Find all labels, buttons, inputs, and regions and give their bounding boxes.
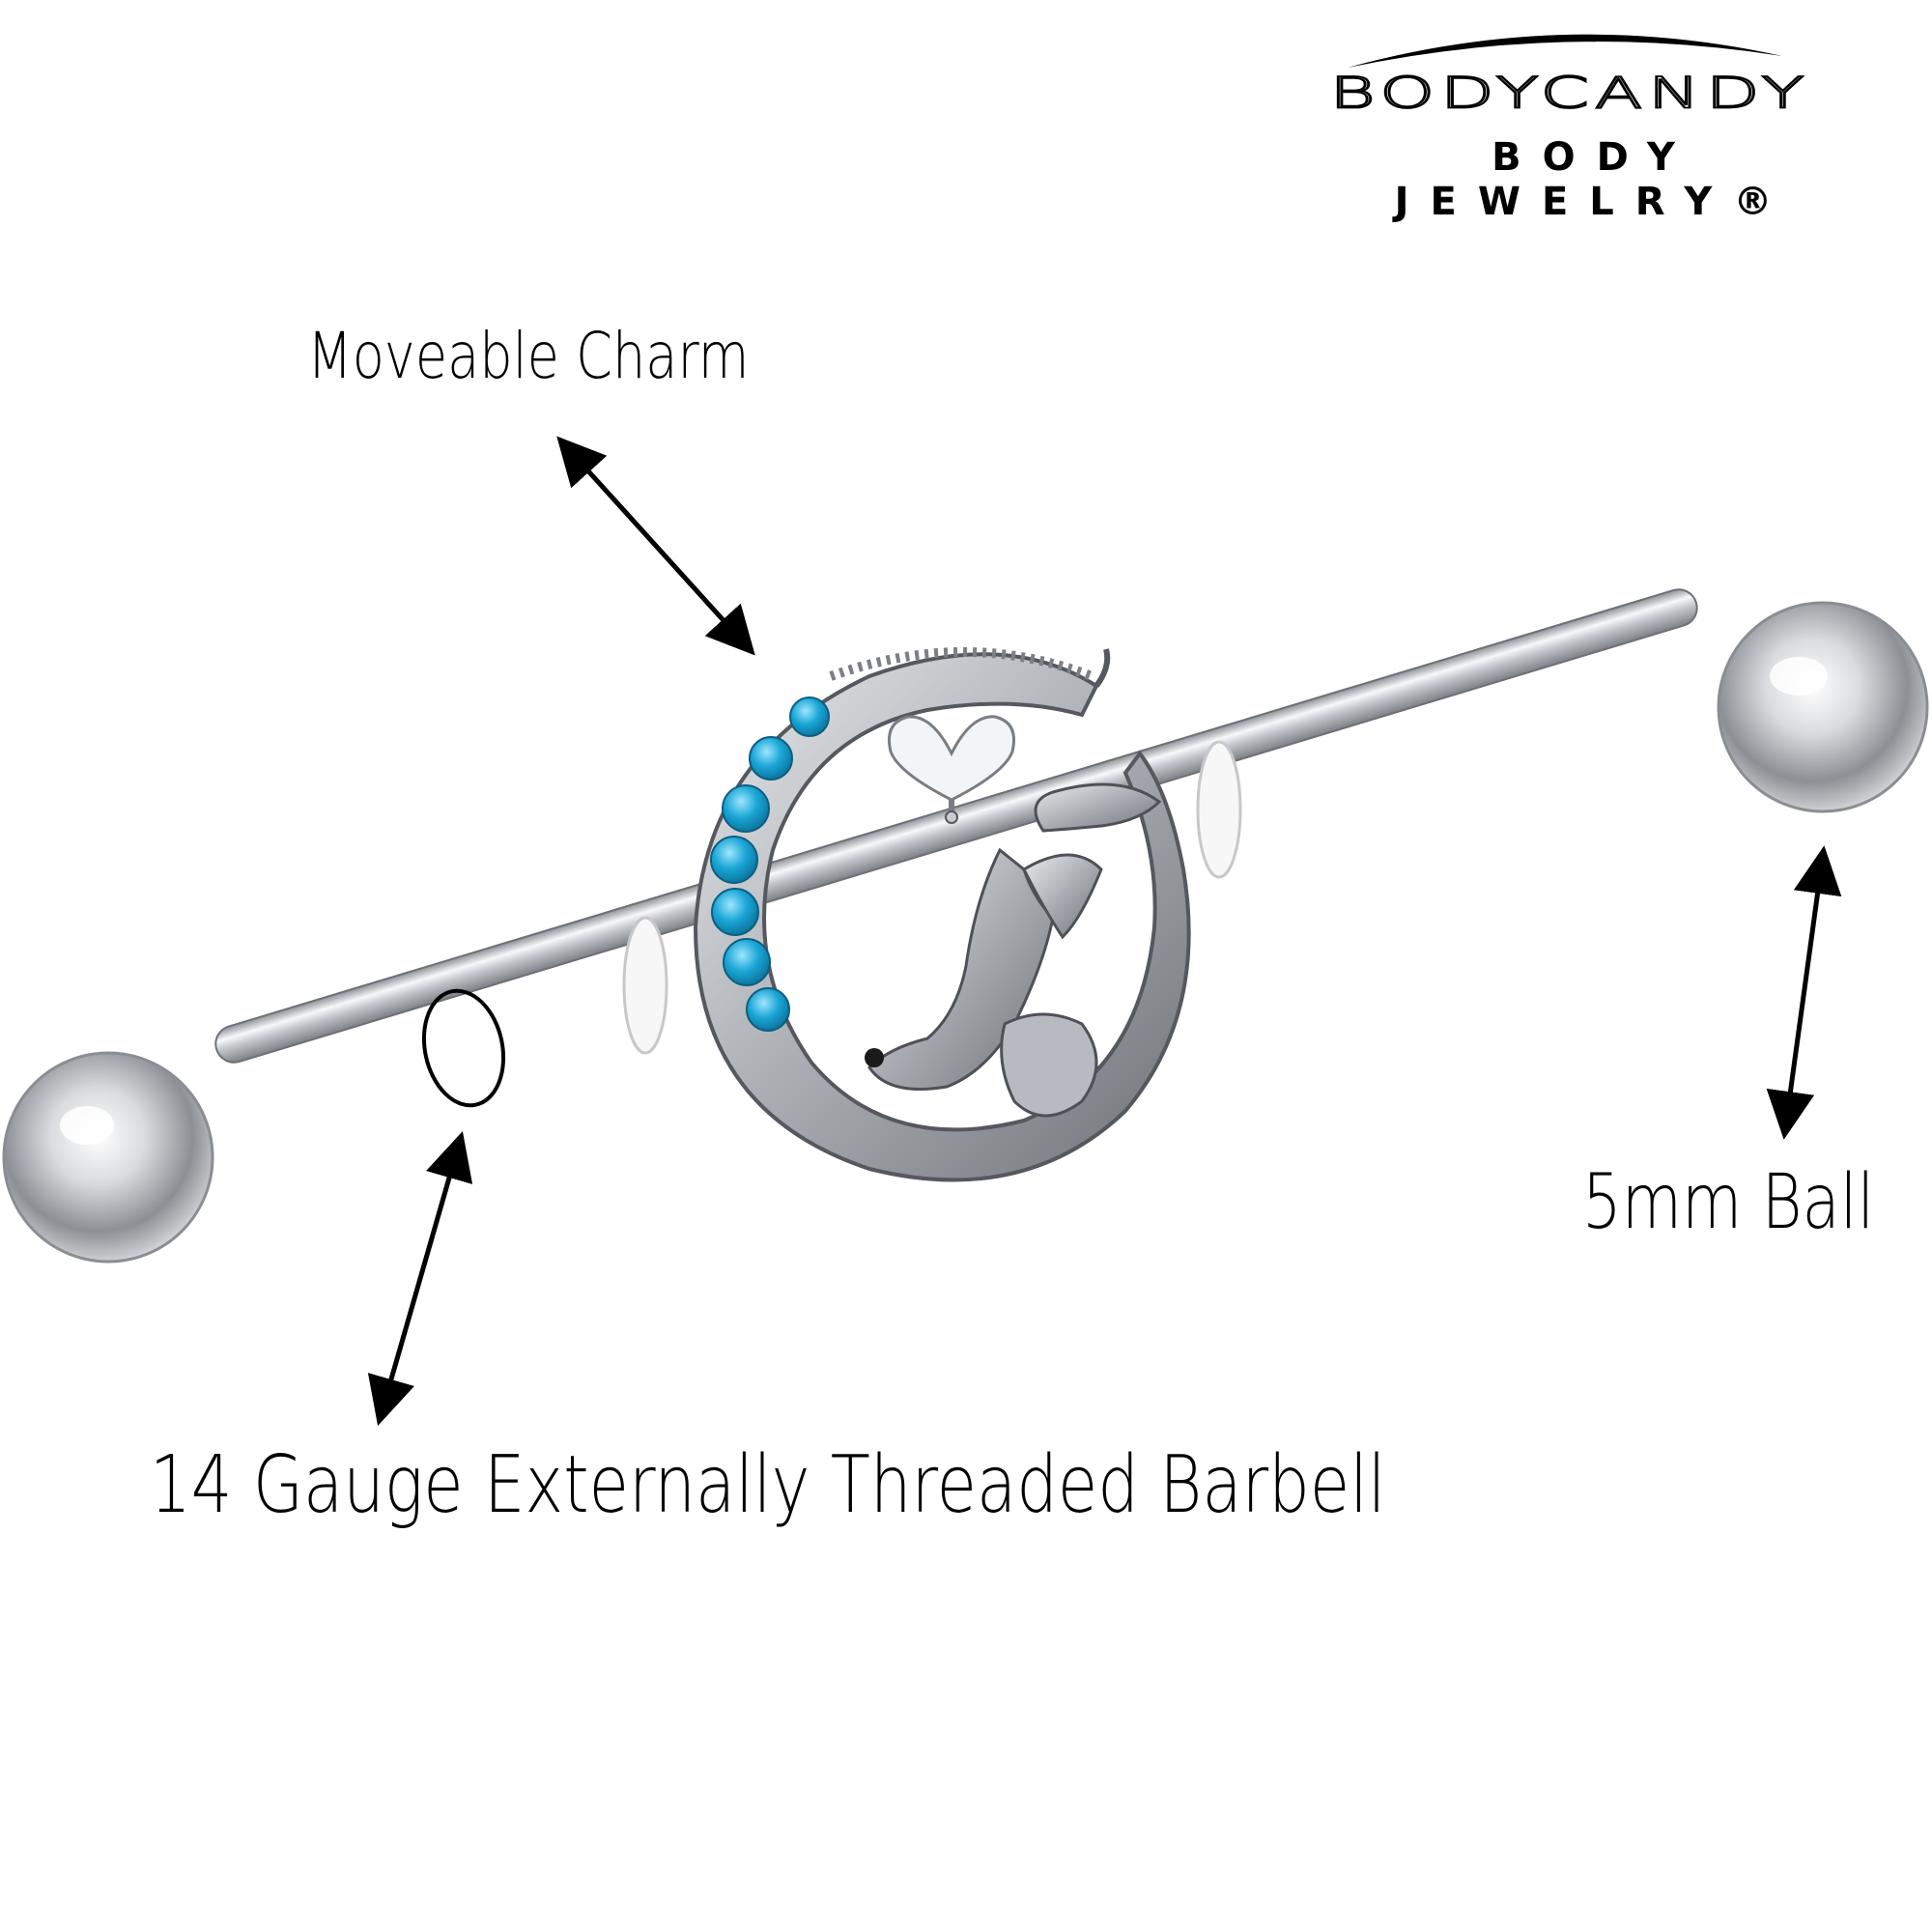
right-ball-highlight: [1770, 657, 1828, 696]
blue-gem-icon: [722, 784, 770, 833]
blue-gem-icon: [749, 736, 793, 781]
blue-gem-row: [710, 696, 830, 1032]
blue-gem-icon: [746, 987, 790, 1032]
right-bumper: [1196, 740, 1242, 879]
double-arrow-icon: [556, 436, 755, 656]
label-barbell-spec: 14 Gauge Externally Threaded Barbell: [150, 1439, 1386, 1531]
logo-swoosh: [1348, 34, 1782, 68]
moon-charm: [693, 647, 1191, 1182]
left-bumper: [622, 916, 668, 1055]
heart-gem-icon: [888, 715, 1015, 824]
brand-wordmark: BODYCANDY: [1328, 67, 1810, 119]
mermaid-eye: [865, 1048, 884, 1067]
thread-ring-icon: [421, 988, 506, 1108]
brand-tagline: BODY JEWELRY®: [1394, 135, 1794, 224]
label-ball-size: 5mm Ball: [1582, 1159, 1875, 1246]
left-ball: [2, 1051, 214, 1264]
mermaid-figure: [865, 782, 1162, 1118]
blue-gem-icon: [723, 938, 771, 986]
double-arrow-icon: [367, 1130, 473, 1427]
double-arrow-icon: [1766, 845, 1842, 1140]
right-ball: [1717, 601, 1929, 813]
left-ball-highlight: [60, 1106, 114, 1145]
label-moveable-charm: Moveable Charm: [307, 319, 750, 393]
blue-gem-icon: [710, 836, 758, 884]
blue-gem-icon: [789, 696, 830, 737]
blue-gem-icon: [711, 888, 759, 936]
